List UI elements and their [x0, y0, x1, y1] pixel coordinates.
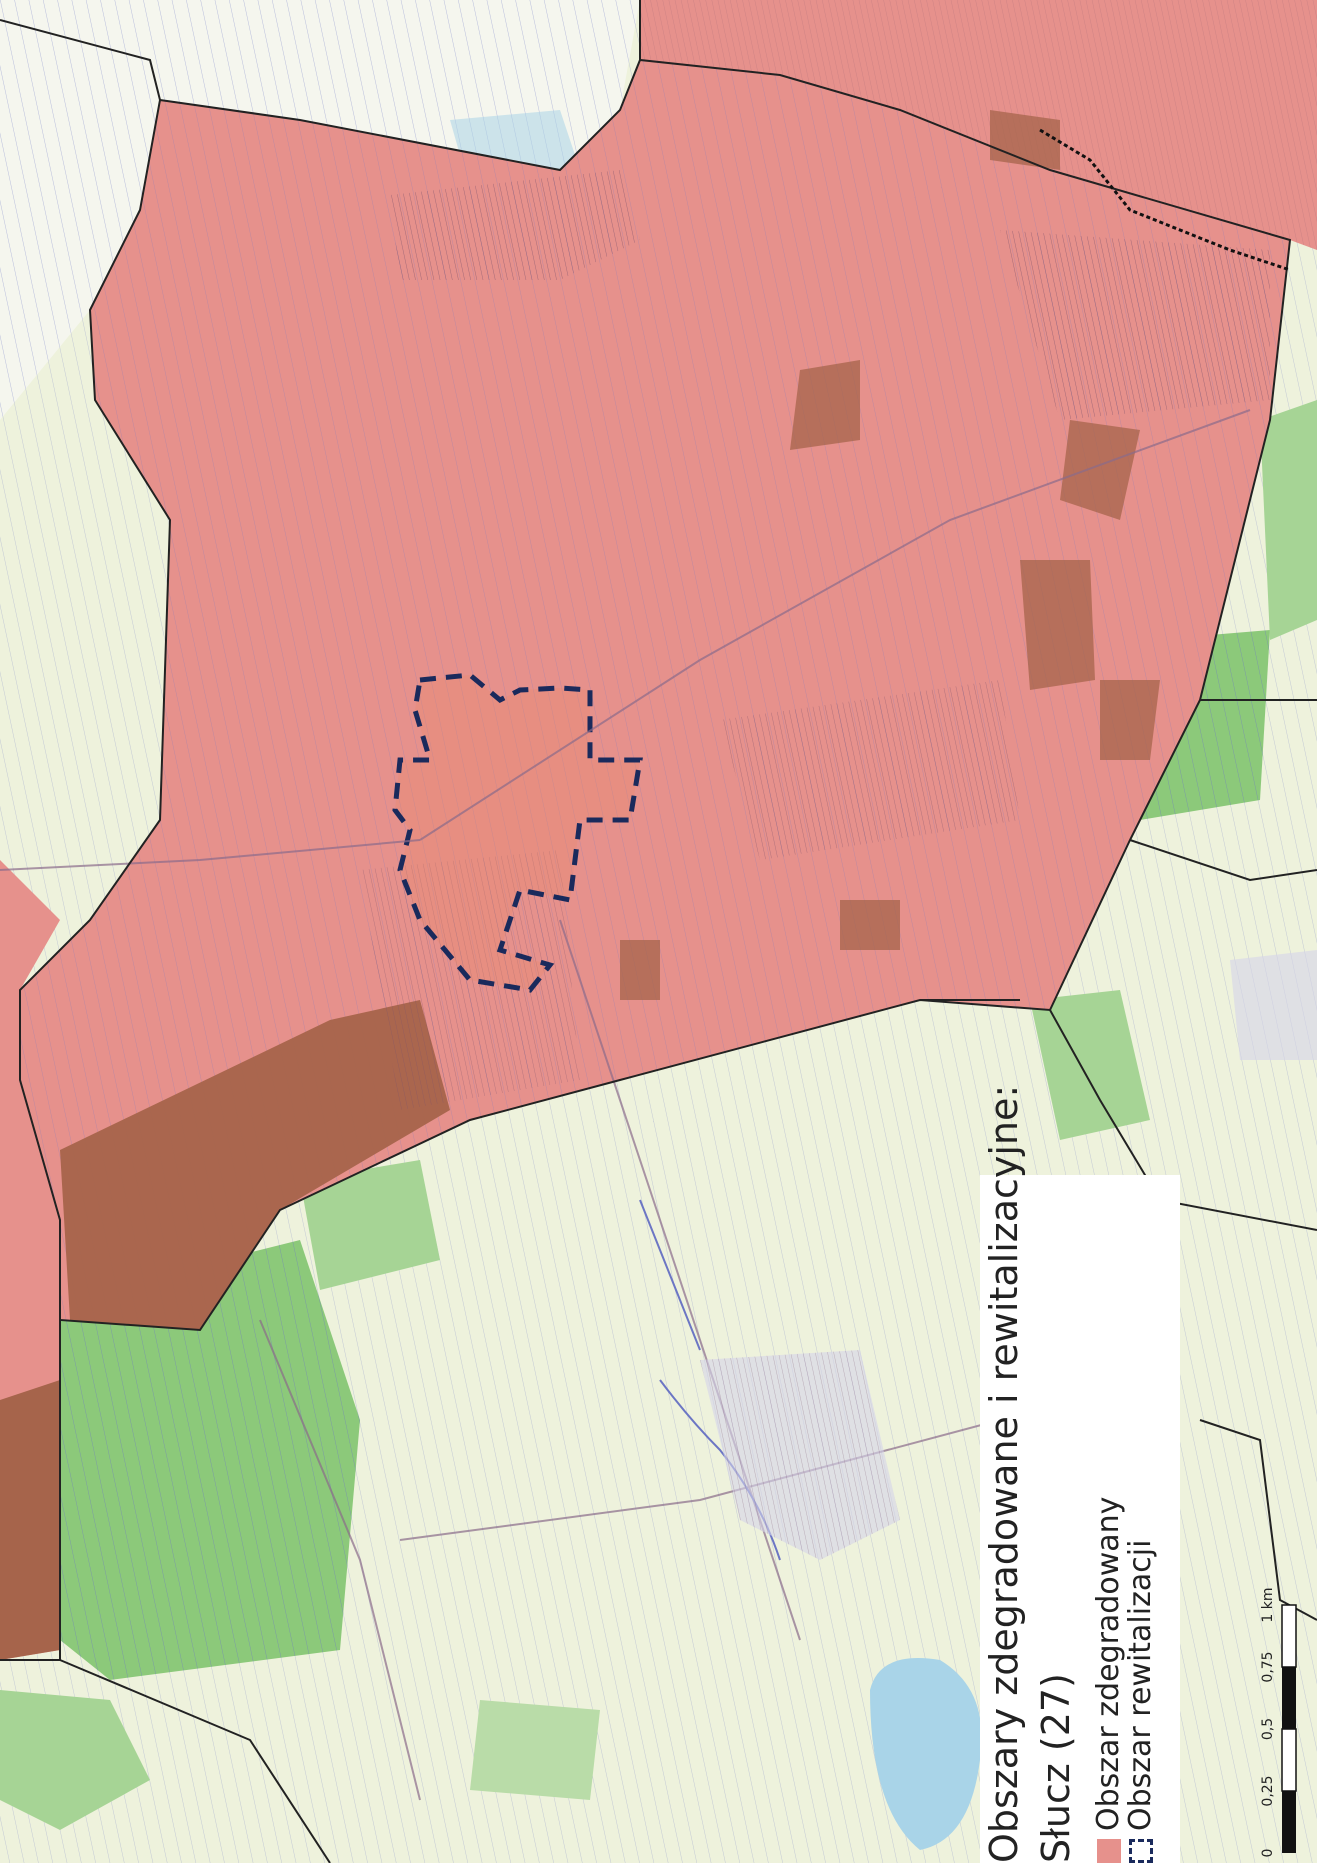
national-border: [1039, 128, 1291, 272]
legend-item-label: Obszar rewitalizacji: [1123, 1539, 1158, 1831]
revitalization-area: [392, 672, 643, 993]
scale-segment: [1281, 1728, 1297, 1792]
scale-label: 0,25: [1260, 1775, 1276, 1806]
degraded-top-right-parcels: [640, 0, 1317, 250]
legend-item-label: Obszar zdegradowany: [1091, 1496, 1126, 1831]
dense-parcels-northeast: [1000, 230, 1270, 420]
dense-parcels-south: [360, 850, 580, 1110]
dense-parcels-north: [390, 170, 640, 280]
degraded-area-parcels: [20, 60, 1290, 1330]
degraded-dark-southwest: [60, 1000, 450, 1330]
forest-central: [300, 1160, 440, 1290]
scale-label: 1 km: [1260, 1587, 1276, 1622]
scale-segment: [1282, 1791, 1296, 1853]
settlement-east: [1230, 950, 1317, 1060]
legend-subtitle: Słucz (27): [1034, 1673, 1078, 1863]
legend-item-revitalization: Obszar rewitalizacji: [1123, 1539, 1158, 1863]
forest-east-edge: [1260, 400, 1317, 640]
forest-bottom-left: [0, 1690, 150, 1830]
scale-label: 0,5: [1260, 1718, 1276, 1740]
degraded-swatch-icon: [1097, 1839, 1121, 1863]
dashed-outline-swatch-icon: [1129, 1839, 1153, 1863]
scale-segment: [1282, 1667, 1296, 1729]
scale-label: 0: [1260, 1849, 1276, 1858]
scale-segment: [1281, 1604, 1297, 1668]
dense-parcels-center: [720, 680, 1020, 860]
scale-bar: 0 0,25 0,5 0,75 1 km: [1260, 1587, 1297, 1858]
lake: [870, 1658, 982, 1850]
legend-content: Obszary zdegradowane i rewitalizacyjne: …: [980, 1085, 1180, 1863]
degraded-area-left-dark: [0, 1380, 60, 1660]
brown-patches: [620, 110, 1160, 1000]
legend-item-degraded: Obszar zdegradowany: [1091, 1496, 1126, 1863]
scale-label: 0,75: [1260, 1651, 1276, 1682]
legend-title: Obszary zdegradowane i rewitalizacyjne:: [982, 1084, 1026, 1863]
settlement-south-parcels: [700, 1350, 900, 1560]
forest-west-parcels: [60, 1240, 360, 1680]
forest-bottom-mid: [470, 1700, 600, 1800]
legend-panel: Obszary zdegradowane i rewitalizacyjne: …: [980, 1085, 1180, 1863]
